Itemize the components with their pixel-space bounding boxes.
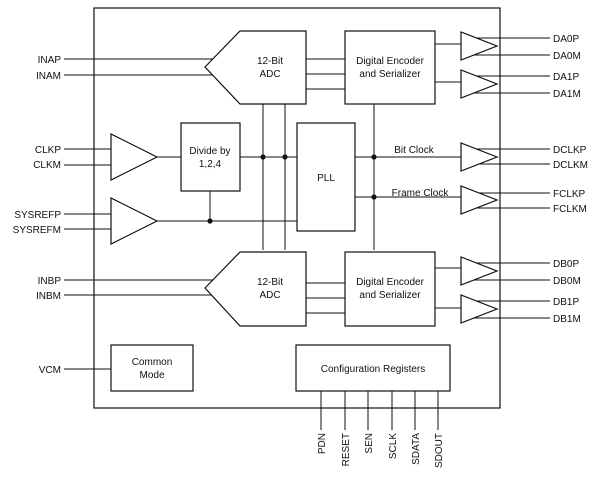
- pin-clkm: CLKM: [33, 160, 61, 171]
- pin-db1m: DB1M: [553, 314, 581, 325]
- bit-clock-label: Bit Clock: [394, 145, 434, 156]
- adc-a-label-2: ADC: [259, 69, 280, 80]
- encoder-a-label-2: and Serializer: [359, 69, 421, 80]
- left-pin-labels: INAP INAM CLKP CLKM SYSREFP SYSREFM INBP…: [13, 55, 62, 376]
- sysref-buffer-icon: [110, 197, 159, 245]
- junction-dots: [207, 154, 377, 224]
- right-pin-labels: DA0P DA0M DA1P DA1M DCLKP DCLKM FCLKP FC…: [553, 34, 588, 325]
- pin-dclkp: DCLKP: [553, 145, 587, 156]
- pin-pdn: PDN: [317, 433, 328, 454]
- encoder-a-label-1: Digital Encoder: [356, 56, 424, 67]
- buffer-da1-icon: [460, 69, 499, 99]
- common-mode-label-2: Mode: [139, 370, 164, 381]
- pin-sysrefm: SYSREFM: [13, 225, 61, 236]
- adc-a-label-1: 12-Bit: [257, 56, 283, 67]
- buffer-db0-icon: [460, 256, 499, 286]
- adc-b-block: 12-Bit ADC: [204, 251, 307, 327]
- pin-sdata: SDATA: [411, 433, 422, 465]
- pin-db0m: DB0M: [553, 276, 581, 287]
- common-mode-label-1: Common: [132, 357, 173, 368]
- pin-inam: INAM: [36, 71, 61, 82]
- pin-fclkp: FCLKP: [553, 189, 586, 200]
- pin-db1p: DB1P: [553, 297, 579, 308]
- adc-a-block: 12-Bit ADC: [204, 30, 307, 105]
- encoder-b-label-2: and Serializer: [359, 290, 421, 301]
- buffer-db1-icon: [460, 294, 499, 324]
- pin-reset: RESET: [341, 433, 352, 466]
- encoder-b-block: Digital Encoder and Serializer: [344, 251, 436, 327]
- adc-b-label-1: 12-Bit: [257, 277, 283, 288]
- adc-b-label-2: ADC: [259, 290, 280, 301]
- config-registers-label: Configuration Registers: [321, 364, 426, 375]
- pin-da0m: DA0M: [553, 51, 581, 62]
- encoder-b-label-1: Digital Encoder: [356, 277, 424, 288]
- pin-inbm: INBM: [36, 291, 61, 302]
- divider-label-2: 1,2,4: [199, 159, 222, 170]
- pin-inap: INAP: [38, 55, 62, 66]
- bottom-pin-labels: PDN RESET SEN SCLK SDATA SDOUT: [317, 433, 445, 468]
- encoder-a-block: Digital Encoder and Serializer: [344, 30, 436, 105]
- pin-sen: SEN: [364, 433, 375, 454]
- divider-label-1: Divide by: [189, 146, 230, 157]
- pin-sysrefp: SYSREFP: [14, 210, 61, 221]
- pin-sclk: SCLK: [388, 433, 399, 459]
- pin-inbp: INBP: [38, 276, 62, 287]
- frame-clock-label: Frame Clock: [392, 188, 450, 199]
- buffer-fclk-icon: [460, 185, 499, 215]
- pin-da0p: DA0P: [553, 34, 579, 45]
- pin-vcm: VCM: [39, 365, 61, 376]
- pin-clkp: CLKP: [35, 145, 61, 156]
- pin-dclkm: DCLKM: [553, 160, 588, 171]
- buffer-dclk-icon: [460, 142, 499, 172]
- config-registers-block: Configuration Registers: [295, 344, 451, 392]
- pin-db0p: DB0P: [553, 259, 579, 270]
- clk-buffer-icon: [110, 133, 159, 181]
- pll-label: PLL: [317, 173, 335, 184]
- pin-da1p: DA1P: [553, 72, 579, 83]
- pin-fclkm: FCLKM: [553, 204, 587, 215]
- pll-block: PLL: [296, 122, 356, 232]
- buffer-da0-icon: [460, 31, 499, 61]
- common-mode-block: Common Mode: [110, 344, 194, 392]
- pin-sdout: SDOUT: [434, 433, 445, 468]
- pin-da1m: DA1M: [553, 89, 581, 100]
- divider-block: Divide by 1,2,4: [180, 122, 241, 192]
